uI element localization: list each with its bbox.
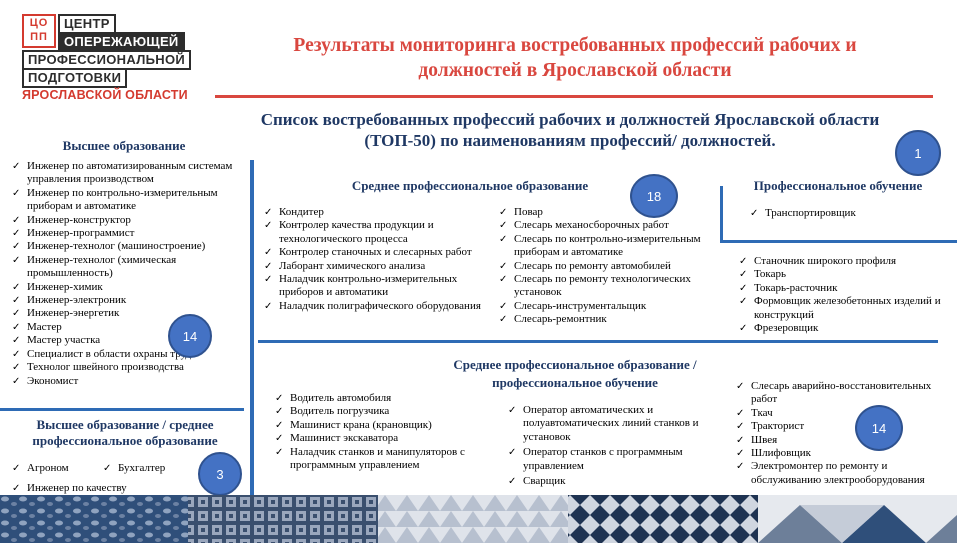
list-item: Водитель погрузчика — [273, 405, 498, 419]
spo-list-col1: Кондитер Контролер качества продукции и … — [262, 206, 494, 314]
list-item: Станочник широкого профиля — [737, 255, 947, 269]
list-item: Инженер по контрольно-измерительным приб… — [10, 187, 248, 214]
higher-list: Инженер по автоматизированным системам у… — [10, 160, 248, 388]
list-item: Инженер-технолог (химическая промышленно… — [10, 254, 248, 281]
list-item: Оператор станков с программным управлени… — [506, 446, 706, 473]
logo-mark: ЦО ПП — [22, 14, 56, 48]
page-title: Результаты мониторинга востребованных пр… — [293, 35, 857, 81]
list-item: Слесарь по ремонту технологических устан… — [497, 273, 723, 300]
list-item: Оператор автоматических и полуавтоматиче… — [506, 404, 706, 444]
list-item: Тракторист — [734, 420, 949, 434]
footer-pattern-graphic — [0, 495, 957, 543]
list-item: Сварщик — [506, 475, 706, 489]
list-item: Наладчик полиграфического оборудования — [262, 300, 494, 314]
list-item: Инженер-программист — [10, 227, 248, 241]
logo: ЦО ПП ЦЕНТР ОПЕРЕЖАЮЩЕЙ ПРОФЕССИОНАЛЬНОЙ… — [22, 12, 222, 104]
divider-po-vertical — [720, 186, 723, 242]
logo-line-2: ОПЕРЕЖАЮЩЕЙ — [58, 32, 185, 52]
higher-secondary-list: Агроном Бухгалтер Инженер по качеству — [10, 458, 250, 496]
list-item: Наладчик контрольно-измерительных прибор… — [262, 273, 494, 300]
list-item: Инженер-технолог (машиностроение) — [10, 240, 248, 254]
po-heading: Профессиональное обучение — [753, 178, 923, 193]
list-item: Слесарь аварийно-восстановительных работ — [734, 380, 949, 407]
list-item: Фрезеровщик — [737, 322, 947, 336]
list-item: Инженер-энергетик — [10, 307, 248, 321]
list-item: Слесарь-инструментальщик — [497, 300, 723, 314]
list-item: Ткач — [734, 407, 949, 421]
list-item: Швея — [734, 434, 949, 448]
list-item: Агроном — [10, 462, 97, 476]
list-item: Слесарь-ремонтник — [497, 313, 723, 327]
list-item: Машинист крана (крановщик) — [273, 419, 498, 433]
list-item: Мастер — [10, 321, 248, 335]
list-item: Инженер-конструктор — [10, 214, 248, 228]
list-item: Бухгалтер — [101, 462, 218, 476]
spo-heading: Среднее профессиональное образование — [351, 178, 589, 193]
list-item: Кондитер — [262, 206, 494, 220]
divider-middle-horizontal — [258, 340, 938, 343]
divider-left-vertical — [250, 160, 254, 495]
title-divider — [215, 95, 933, 98]
logo-line-1: ЦЕНТР — [58, 14, 116, 34]
list-item: Контролер станочных и слесарных работ — [262, 246, 494, 260]
list-item: Шлифовщик — [734, 447, 949, 461]
po-list: Транспортировщик — [748, 207, 948, 221]
logo-line-3: ПРОФЕССИОНАЛЬНОЙ — [22, 50, 191, 70]
logo-region: ЯРОСЛАВСКОЙ ОБЛАСТИ — [22, 88, 188, 102]
higher-count-badge: 14 — [168, 314, 212, 358]
list-item: Машинист экскаватора — [273, 432, 498, 446]
list-item: Токарь — [737, 268, 947, 282]
list-item: Специалист в области охраны труда — [10, 348, 248, 362]
list-item: Водитель автомобиля — [273, 392, 498, 406]
list-item: Формовщик железобетонных изделий и конст… — [737, 295, 947, 322]
list-item: Инженер по качеству — [10, 482, 250, 496]
list-item: Инженер-химик — [10, 281, 248, 295]
footer-pattern — [0, 495, 957, 543]
list-item: Лаборант химического анализа — [262, 260, 494, 274]
po-count-badge: 1 — [895, 130, 941, 176]
spo-list-col2: Повар Слесарь механосборочных работ Слес… — [497, 206, 723, 327]
list-item: Транспортировщик — [748, 207, 948, 221]
spo-po-heading: Среднее профессиональное образование / п… — [453, 357, 697, 390]
list-item: Слесарь по ремонту автомобилей — [497, 260, 723, 274]
page-subtitle: Список востребованных профессий рабочих … — [260, 110, 880, 150]
list-item: Слесарь механосборочных работ — [497, 219, 723, 233]
higher-secondary-count-badge: 3 — [198, 452, 242, 496]
list-item: Контролер качества продукции и технологи… — [262, 219, 494, 246]
spo-po-list-col2: Оператор автоматических и полуавтоматиче… — [506, 404, 706, 489]
spo-po-list-col1: Водитель автомобиля Водитель погрузчика … — [273, 392, 498, 472]
list-item: Электромонтер по ремонту и обслуживанию … — [734, 460, 949, 487]
higher-heading: Высшее образование — [62, 138, 186, 153]
list-item: Экономист — [10, 375, 248, 389]
spo-po-count-badge: 14 — [855, 405, 903, 451]
list-item: Инженер по автоматизированным системам у… — [10, 160, 248, 187]
list-item: Наладчик станков и манипуляторов с прогр… — [273, 446, 498, 473]
spo-po-list-col3: Слесарь аварийно-восстановительных работ… — [734, 380, 949, 487]
list-item: Слесарь по контрольно-измерительным приб… — [497, 233, 723, 260]
list-item: Повар — [497, 206, 723, 220]
higher-secondary-heading: Высшее образование / среднее профессиона… — [32, 417, 218, 448]
list-item: Инженер-электроник — [10, 294, 248, 308]
right-list: Станочник широкого профиля Токарь Токарь… — [737, 255, 947, 336]
divider-left-horizontal — [0, 408, 244, 411]
list-item: Технолог швейного производства — [10, 361, 248, 375]
logo-line-4: ПОДГОТОВКИ — [22, 68, 128, 88]
list-item: Токарь-расточник — [737, 282, 947, 296]
list-item: Мастер участка — [10, 334, 248, 348]
divider-po-horizontal — [720, 240, 957, 243]
